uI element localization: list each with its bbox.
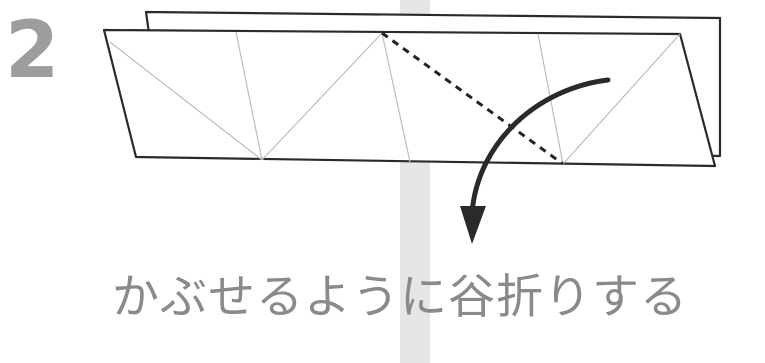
crease-line xyxy=(261,32,383,161)
crease-line xyxy=(109,41,263,161)
step-number: 2 xyxy=(5,6,60,96)
valley-fold-line xyxy=(381,31,564,166)
instruction-text: かぶせるように谷折りする xyxy=(112,270,688,325)
front-paper-layer xyxy=(102,28,717,168)
crease-line xyxy=(562,33,681,165)
crease-line xyxy=(235,31,263,161)
curved-down-arrow-icon xyxy=(460,77,611,244)
crease-line xyxy=(381,32,411,163)
